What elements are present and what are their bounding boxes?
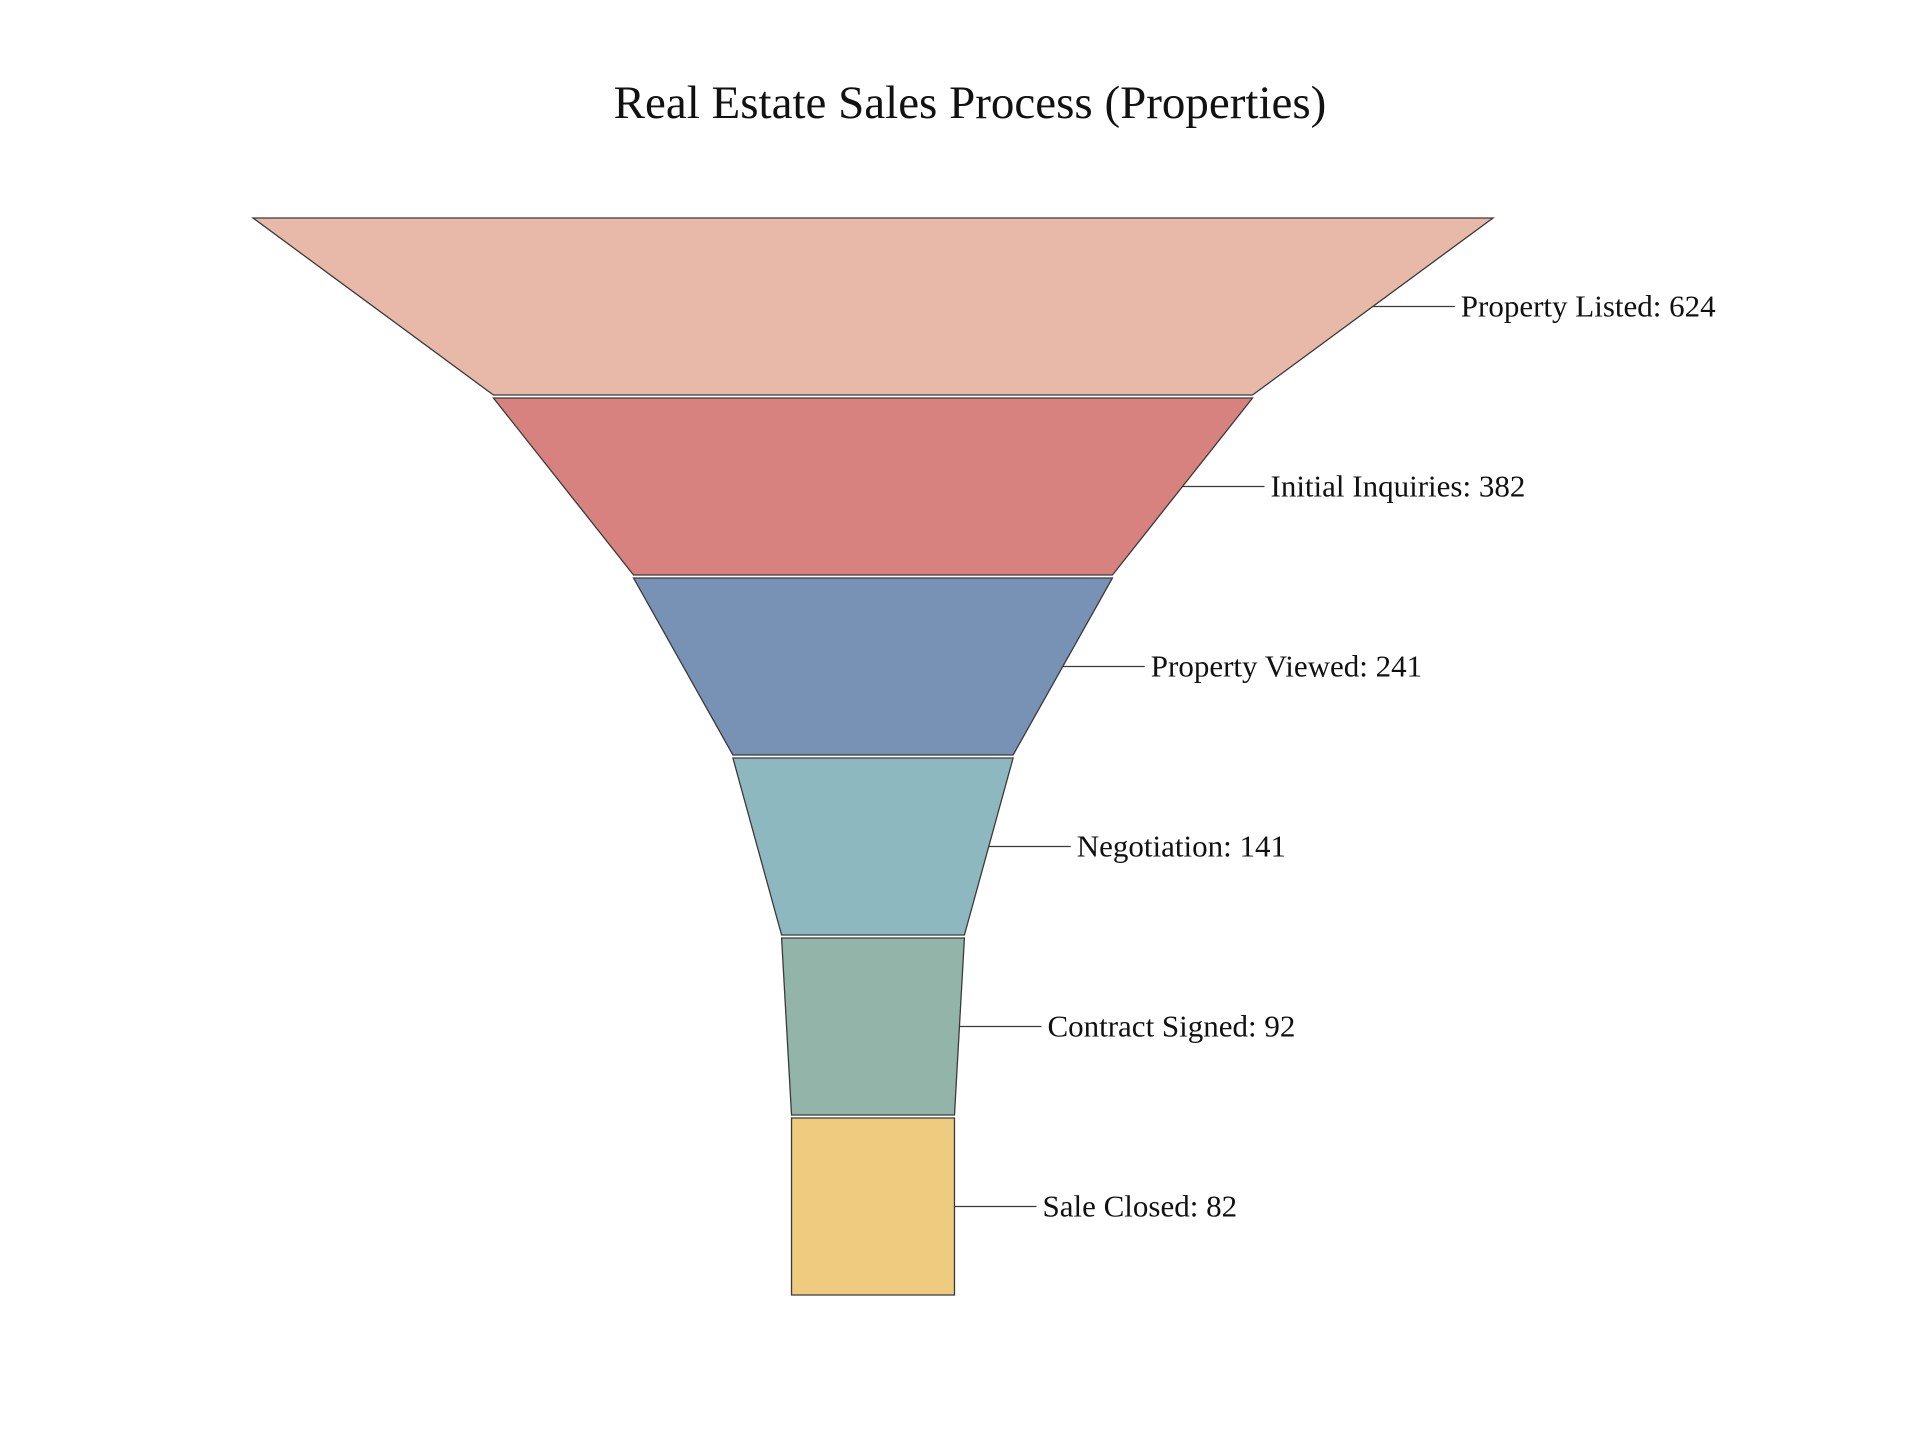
stage-label-sale-closed: Sale Closed: 82 [1042,1189,1237,1224]
funnel-stage-property-listed [251,217,1495,396]
chart-title: Real Estate Sales Process (Properties) [614,77,1327,129]
funnel-stage-initial-inquiries [492,397,1254,576]
stage-label-property-listed: Property Listed: 624 [1461,289,1716,324]
funnel-stages [251,217,1495,1296]
stage-label-initial-inquiries: Initial Inquiries: 382 [1271,469,1526,504]
funnel-stage-sale-closed [790,1117,956,1296]
stage-label-contract-signed: Contract Signed: 92 [1047,1009,1295,1044]
funnel-stage-negotiation [732,757,1014,936]
funnel-stage-property-viewed [632,577,1114,756]
funnel-stage-contract-signed [780,937,966,1116]
stage-label-negotiation: Negotiation: 141 [1077,829,1286,864]
stage-label-property-viewed: Property Viewed: 241 [1151,649,1422,684]
